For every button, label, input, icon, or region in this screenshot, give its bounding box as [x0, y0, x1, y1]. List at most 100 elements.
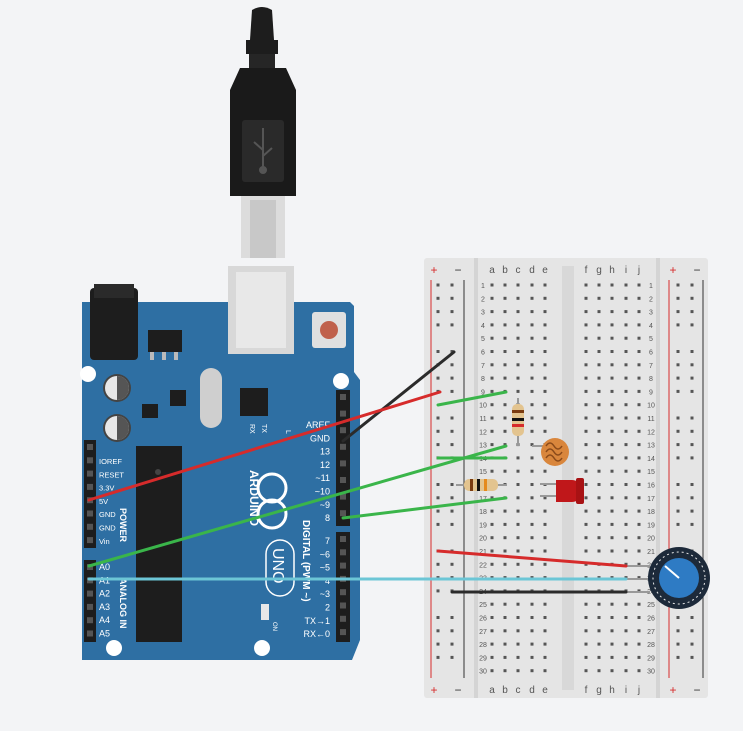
breadboard-hole[interactable] — [584, 655, 588, 659]
breadboard-hole[interactable] — [637, 389, 641, 393]
breadboard-hole[interactable] — [610, 389, 614, 393]
breadboard-hole[interactable] — [584, 629, 588, 633]
breadboard-hole[interactable] — [516, 456, 520, 460]
rail-hole[interactable] — [450, 416, 454, 420]
header-pin[interactable] — [87, 603, 93, 610]
rail-hole[interactable] — [690, 389, 694, 393]
breadboard-hole[interactable] — [624, 616, 628, 619]
breadboard-hole[interactable] — [490, 629, 494, 633]
breadboard-hole[interactable] — [543, 323, 547, 327]
breadboard-hole[interactable] — [597, 509, 601, 513]
green-short-wire[interactable] — [436, 390, 508, 407]
breadboard-hole[interactable] — [597, 296, 601, 300]
breadboard-hole[interactable] — [597, 496, 601, 500]
rail-hole[interactable] — [690, 363, 694, 367]
rail-hole[interactable] — [450, 283, 454, 287]
rail-hole[interactable] — [436, 310, 440, 314]
breadboard-hole[interactable] — [584, 669, 588, 673]
breadboard-hole[interactable] — [516, 296, 520, 300]
breadboard-hole[interactable] — [530, 642, 534, 646]
rail-hole[interactable] — [676, 323, 680, 327]
breadboard-hole[interactable] — [597, 283, 601, 287]
breadboard-hole[interactable] — [490, 296, 494, 300]
breadboard-hole[interactable] — [516, 536, 520, 540]
breadboard-hole[interactable] — [516, 642, 520, 646]
breadboard-hole[interactable] — [503, 669, 507, 673]
rail-hole[interactable] — [690, 642, 694, 646]
rail-hole[interactable] — [450, 483, 454, 486]
breadboard-hole[interactable] — [637, 376, 641, 380]
usb-cable[interactable] — [230, 7, 296, 258]
breadboard-hole[interactable] — [490, 522, 494, 526]
breadboard-hole[interactable] — [516, 310, 520, 314]
rail-hole[interactable] — [436, 429, 440, 433]
breadboard-hole[interactable] — [503, 616, 507, 619]
breadboard-hole[interactable] — [624, 496, 628, 500]
rail-hole[interactable] — [676, 456, 680, 460]
breadboard-hole[interactable] — [597, 629, 601, 633]
rail-hole[interactable] — [450, 350, 454, 353]
breadboard-hole[interactable] — [543, 562, 547, 566]
breadboard-hole[interactable] — [584, 443, 588, 447]
rail-hole[interactable] — [676, 616, 680, 619]
breadboard-hole[interactable] — [637, 509, 641, 513]
rail-hole[interactable] — [676, 376, 680, 380]
breadboard-hole[interactable] — [610, 416, 614, 420]
breadboard-hole[interactable] — [543, 376, 547, 380]
rail-hole[interactable] — [436, 655, 440, 659]
header-pin[interactable] — [340, 394, 346, 400]
breadboard-hole[interactable] — [624, 469, 628, 473]
breadboard-hole[interactable] — [503, 536, 507, 540]
breadboard-hole[interactable] — [637, 350, 641, 353]
breadboard-hole[interactable] — [530, 456, 534, 460]
breadboard-hole[interactable] — [637, 589, 641, 593]
breadboard-hole[interactable] — [530, 629, 534, 633]
breadboard-hole[interactable] — [516, 549, 520, 553]
breadboard-hole[interactable] — [516, 509, 520, 513]
breadboard-hole[interactable] — [624, 443, 628, 447]
breadboard-hole[interactable] — [490, 616, 494, 619]
breadboard-hole[interactable] — [624, 283, 628, 287]
breadboard-hole[interactable] — [503, 642, 507, 646]
breadboard-hole[interactable] — [597, 655, 601, 659]
breadboard-hole[interactable] — [543, 429, 547, 433]
rail-hole[interactable] — [450, 642, 454, 646]
breadboard-hole[interactable] — [530, 403, 534, 407]
rail-hole[interactable] — [436, 589, 440, 593]
breadboard-hole[interactable] — [530, 283, 534, 287]
breadboard-hole[interactable] — [610, 509, 614, 513]
breadboard-hole[interactable] — [503, 350, 507, 353]
breadboard-hole[interactable] — [503, 310, 507, 314]
breadboard-hole[interactable] — [503, 509, 507, 513]
gnd-wire[interactable] — [341, 350, 456, 443]
breadboard-hole[interactable] — [597, 336, 601, 340]
breadboard-hole[interactable] — [530, 323, 534, 327]
breadboard-hole[interactable] — [637, 456, 641, 460]
breadboard-hole[interactable] — [637, 562, 641, 566]
rail-hole[interactable] — [436, 443, 440, 447]
breadboard-hole[interactable] — [637, 443, 641, 447]
breadboard-hole[interactable] — [516, 376, 520, 380]
breadboard-hole[interactable] — [503, 562, 507, 566]
breadboard-hole[interactable] — [624, 629, 628, 633]
breadboard-hole[interactable] — [490, 655, 494, 659]
breadboard-hole[interactable] — [610, 522, 614, 526]
breadboard-hole[interactable] — [610, 443, 614, 447]
rail-hole[interactable] — [690, 350, 694, 353]
rail-hole[interactable] — [676, 629, 680, 633]
breadboard-hole[interactable] — [516, 323, 520, 327]
header-pin[interactable] — [87, 537, 93, 544]
breadboard-hole[interactable] — [530, 389, 534, 393]
breadboard-hole[interactable] — [503, 283, 507, 287]
header-pin[interactable] — [340, 562, 346, 569]
breadboard-hole[interactable] — [610, 669, 614, 673]
breadboard-hole[interactable] — [503, 363, 507, 367]
header-pin[interactable] — [87, 470, 93, 477]
breadboard-hole[interactable] — [610, 403, 614, 407]
breadboard-hole[interactable] — [490, 429, 494, 433]
rail-hole[interactable] — [436, 323, 440, 327]
breadboard-hole[interactable] — [516, 283, 520, 287]
breadboard-hole[interactable] — [584, 522, 588, 526]
breadboard-hole[interactable] — [516, 602, 520, 606]
breadboard-hole[interactable] — [584, 642, 588, 646]
